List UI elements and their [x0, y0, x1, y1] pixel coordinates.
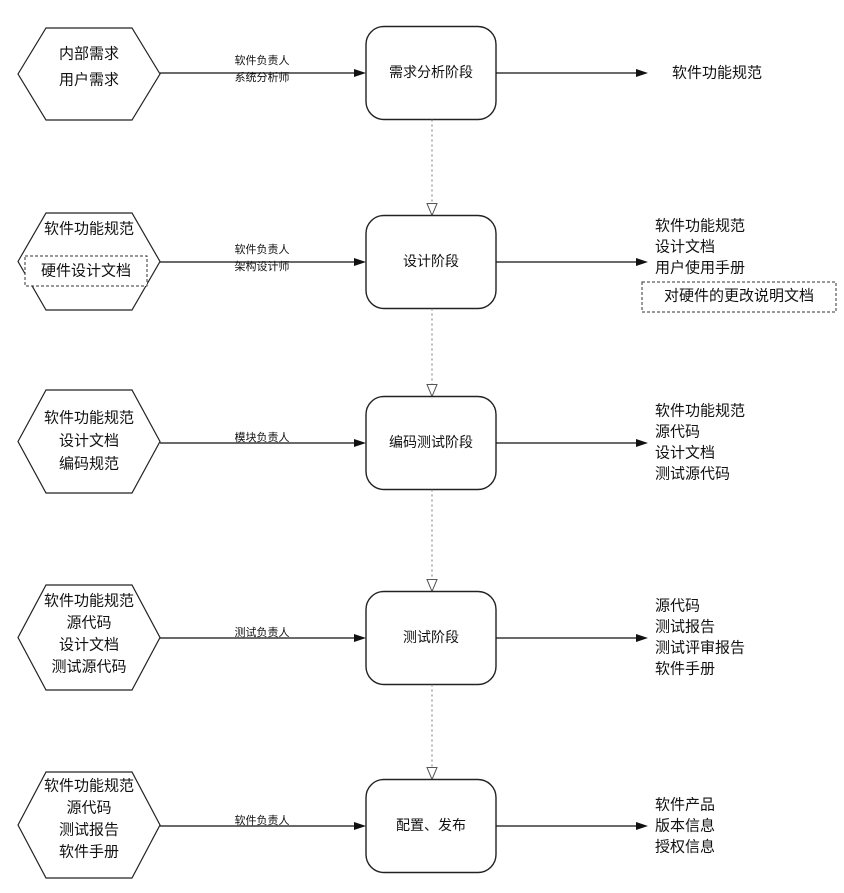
- input-hexagon: [17, 389, 161, 494]
- input-label: 设计文档: [59, 432, 119, 450]
- input-label: 设计文档: [59, 636, 119, 654]
- output-label: 源代码: [655, 423, 700, 441]
- stage-label: 设计阶段: [403, 254, 459, 270]
- stage-group-3: 软件功能规范设计文档编码规范模块负责人编码测试阶段软件功能规范源代码设计文档测试…: [17, 389, 745, 593]
- arrow-head: [636, 634, 648, 642]
- output-label: 软件功能规范: [672, 64, 762, 82]
- input-label: 用户需求: [59, 71, 119, 89]
- output-label: 版本信息: [655, 817, 715, 835]
- input-label: 测试源代码: [51, 658, 126, 676]
- output-label: 设计文档: [655, 444, 715, 462]
- output-label: 授权信息: [655, 838, 715, 856]
- input-label: 软件功能规范: [44, 777, 134, 795]
- arrow-head: [354, 822, 366, 830]
- role-label: 模块负责人: [235, 430, 290, 444]
- input-label: 软件手册: [59, 843, 119, 861]
- flow-arrow-head: [426, 767, 438, 781]
- input-label: 测试报告: [59, 821, 119, 839]
- arrow-head: [354, 439, 366, 447]
- arrow-head: [636, 258, 648, 266]
- flow-arrow-head: [426, 579, 438, 593]
- role-label: 架构设计师: [235, 259, 290, 273]
- stage-label: 编码测试阶段: [389, 435, 473, 451]
- stage-group-4: 软件功能规范源代码设计文档测试源代码测试负责人测试阶段源代码测试报告测试评审报告…: [17, 584, 745, 781]
- output-label: 用户使用手册: [655, 259, 745, 277]
- output-boxed-label: 对硬件的更改说明文档: [664, 287, 814, 305]
- output-dashed-box: [641, 281, 837, 313]
- input-label: 内部需求: [59, 45, 119, 63]
- role-label: 软件负责人: [235, 813, 290, 827]
- output-label: 测试报告: [655, 618, 715, 636]
- output-label: 测试源代码: [655, 465, 730, 483]
- stage-group-2: 软件功能规范硬件设计文档软件负责人架构设计师设计阶段软件功能规范设计文档用户使用…: [17, 212, 837, 398]
- arrow-head: [354, 258, 366, 266]
- arrow-head: [636, 822, 648, 830]
- flow-arrow-head: [426, 203, 438, 217]
- stage-label: 配置、发布: [396, 818, 466, 834]
- stage-label: 需求分析阶段: [389, 65, 473, 81]
- output-label: 源代码: [655, 597, 700, 615]
- input-label: 软件功能规范: [44, 409, 134, 427]
- output-label: 软件功能规范: [655, 402, 745, 420]
- output-label: 测试评审报告: [655, 639, 745, 657]
- arrow-head: [354, 69, 366, 77]
- input-label: 软件功能规范: [44, 592, 134, 610]
- arrow-head: [636, 69, 648, 77]
- output-label: 设计文档: [655, 238, 715, 256]
- input-hexagon: [17, 771, 161, 879]
- role-label: 软件负责人: [235, 242, 290, 256]
- input-hexagon: [17, 27, 161, 121]
- output-label: 软件手册: [655, 660, 715, 678]
- stage-label: 测试阶段: [403, 630, 459, 646]
- input-label: 编码规范: [59, 455, 119, 473]
- arrow-head: [636, 439, 648, 447]
- output-label: 软件产品: [655, 796, 715, 814]
- input-label: 源代码: [66, 799, 111, 817]
- role-label: 系统分析师: [235, 70, 290, 84]
- role-label: 测试负责人: [235, 625, 290, 639]
- role-label: 软件负责人: [235, 53, 290, 67]
- input-boxed-label: 硬件设计文档: [41, 262, 131, 280]
- output-label: 软件功能规范: [655, 217, 745, 235]
- flow-arrow-head: [426, 384, 438, 398]
- input-label: 源代码: [66, 614, 111, 632]
- input-dashed-box: [24, 255, 148, 287]
- input-label: 软件功能规范: [44, 220, 134, 238]
- arrow-head: [354, 634, 366, 642]
